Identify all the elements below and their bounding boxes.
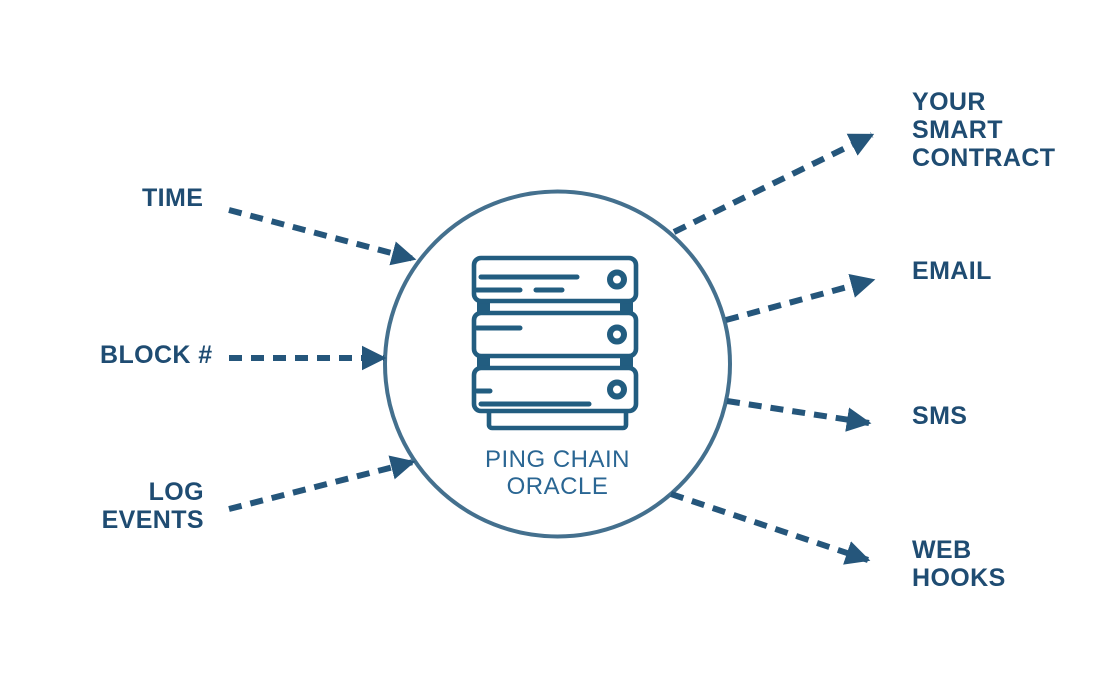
arrow-log-events-to-oracle [228,455,416,512]
label-line: SMART [912,116,1003,144]
label-line: YOUR [912,88,986,116]
server-stack-icon [471,255,639,431]
input-label-time: TIME [142,184,203,212]
output-label-smart-contract: YOUR SMART CONTRACT [912,88,1055,172]
label-line: PING CHAIN [484,446,630,473]
label-line: TIME [142,184,204,212]
label-line: ORACLE [506,473,609,500]
arrow-oracle-to-email [725,273,876,323]
label-line: CONTRACT [912,144,1056,172]
arrow-oracle-to-web-hooks [670,491,871,565]
arrow-oracle-to-smart-contract [672,132,875,235]
output-arrows [670,132,876,565]
label-line: SMS [912,402,968,430]
oracle-label: PING CHAIN ORACLE [457,446,658,500]
output-label-sms: SMS [912,402,967,430]
input-label-block-number: BLOCK # [100,341,213,369]
arrow-oracle-to-sms [726,398,872,432]
label-line: HOOKS [912,564,1006,592]
output-label-web-hooks: WEB HOOKS [912,536,1006,592]
arrow-time-to-oracle [228,207,417,266]
input-arrows [228,207,417,512]
input-label-log-events: LOG EVENTS [40,478,204,534]
label-line: BLOCK # [100,341,213,369]
label-line: LOG [148,478,204,506]
output-label-email: EMAIL [912,257,992,285]
label-line: EVENTS [101,506,204,534]
label-line: WEB [912,536,972,564]
label-line: EMAIL [912,257,992,285]
